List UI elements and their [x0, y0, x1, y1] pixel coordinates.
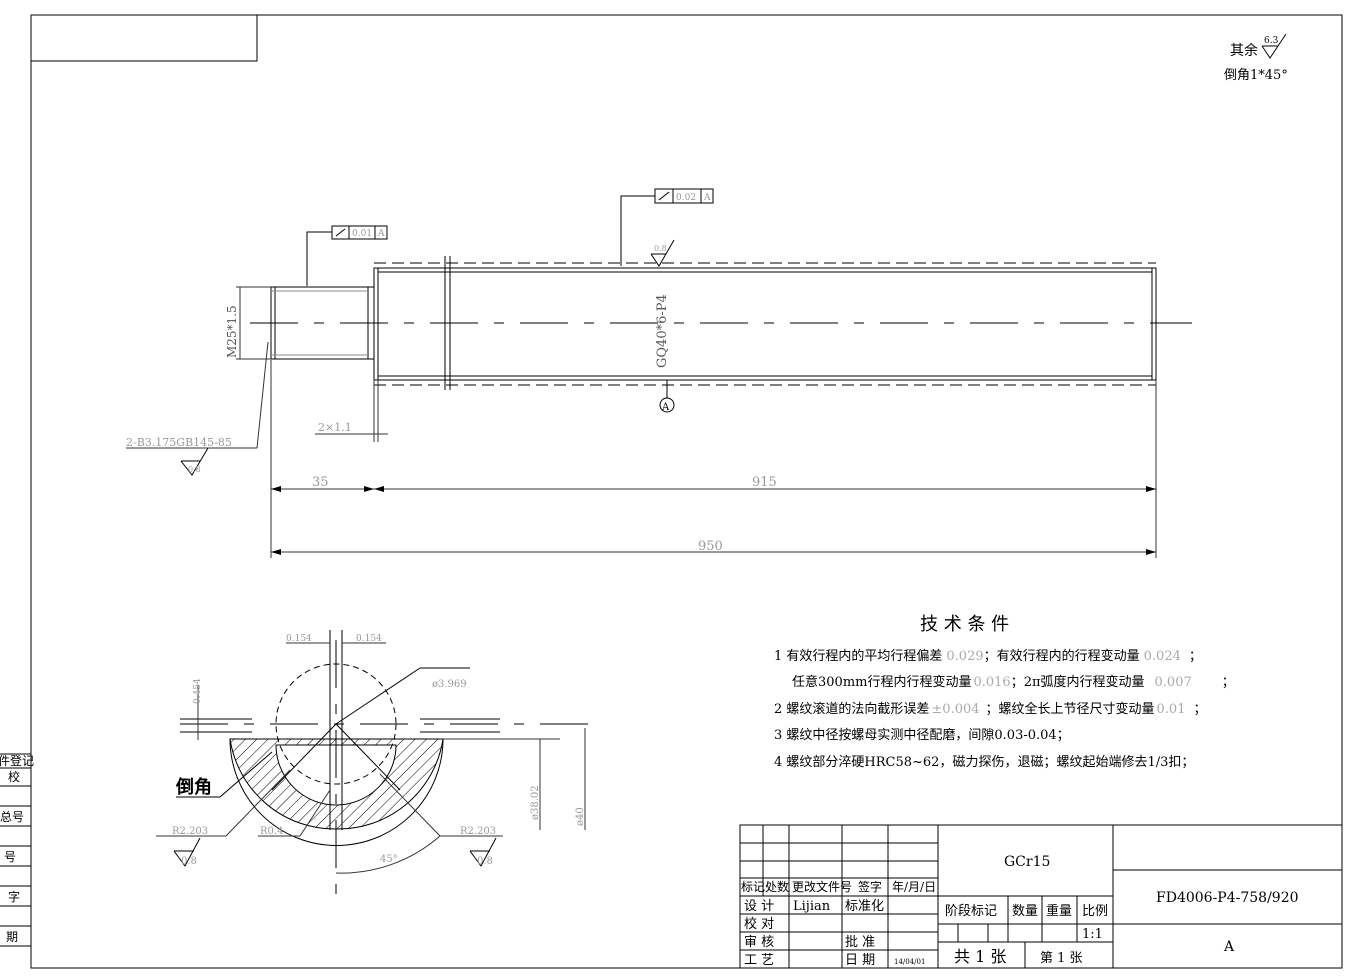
svg-text:标准化: 标准化 [845, 899, 884, 914]
chamfer-label: 倒角 [175, 776, 212, 798]
r-bottom: R0.4 [260, 826, 283, 837]
svg-text:批 准: 批 准 [845, 935, 875, 950]
dim-0154-right: 0.154 [356, 634, 382, 644]
svg-text:字: 字 [8, 889, 20, 904]
drawing-frame [30, 14, 1343, 969]
dim-0154-left: 0.154 [286, 634, 312, 644]
svg-text:号: 号 [4, 850, 16, 864]
svg-text:3 螺纹中径按螺母实测中径配磨，间隙0.03-0.04；: 3 螺纹中径按螺母实测中径配磨，间隙0.03-0.04； [774, 728, 1070, 743]
dim-915: 915 [752, 475, 777, 490]
left-strip: 件登记 校 总号 号 字 期 [0, 753, 34, 947]
roughness-symbol [650, 239, 675, 267]
svg-text:共 1 张: 共 1 张 [954, 947, 1006, 966]
thread-section-detail: ø3.969 0.154 0.154 0.454 ø38.02 ø40 倒角 R… [156, 630, 600, 905]
r-left: R2.203 [172, 826, 208, 837]
svg-text:1:1: 1:1 [1082, 927, 1103, 942]
svg-text:年/月/日: 年/月/日 [892, 880, 936, 894]
svg-text:校 对: 校 对 [744, 916, 774, 932]
angle-label: 45° [380, 854, 398, 865]
screw-label: GQ40*6-P4 [655, 294, 670, 368]
svg-text:0.02: 0.02 [676, 193, 696, 203]
chamfer-dim: 2×1.1 [318, 421, 352, 434]
r-right: R2.203 [460, 826, 496, 837]
roughness-value: 0.8 [654, 244, 667, 253]
svg-text:日 期: 日 期 [845, 953, 875, 968]
surface-note-label: 其余 [1230, 42, 1258, 59]
svg-text:0.8: 0.8 [188, 465, 201, 474]
top-left-box [30, 14, 258, 62]
dim-950: 950 [698, 539, 723, 554]
screw-body [373, 267, 1157, 381]
tolerance-frame-left: 0.01 A [306, 225, 388, 286]
center-hole-label: 2-B3.175GB145-85 [126, 436, 232, 449]
svg-text:总号: 总号 [0, 810, 24, 824]
surface-note: 其余 6.3 倒角1*45° [1224, 33, 1288, 83]
svg-text:A: A [377, 229, 385, 239]
svg-text:件登记: 件登记 [0, 753, 34, 768]
svg-text:处数: 处数 [765, 879, 789, 894]
svg-text:4 螺纹部分淬硬HRC58~62，磁力探伤，退磁；螺纹起始: 4 螺纹部分淬硬HRC58~62，磁力探伤，退磁；螺纹起始端修去1/3扣； [774, 755, 1194, 770]
svg-text:审 核: 审 核 [744, 935, 774, 950]
svg-text:Lijian: Lijian [793, 899, 831, 914]
svg-text:比例: 比例 [1082, 904, 1108, 919]
svg-text:签字: 签字 [858, 879, 882, 894]
svg-text:重量: 重量 [1046, 903, 1072, 919]
svg-text:设 计: 设 计 [744, 899, 774, 914]
svg-text:工 艺: 工 艺 [744, 953, 774, 968]
thread-label: M25*1.5 [225, 305, 239, 358]
surface-note-roughness: 6.3 [1264, 36, 1279, 46]
svg-text:0.01: 0.01 [352, 229, 372, 239]
datum-a: A [661, 402, 670, 413]
dia-inner: ø38.02 [530, 785, 541, 820]
tech-title: 技 术 条 件 [920, 614, 1009, 635]
svg-text:期: 期 [6, 930, 18, 944]
surface-note-chamfer: 倒角1*45° [1224, 68, 1288, 83]
dim-35: 35 [312, 475, 329, 490]
rough-right: 0.8 [477, 856, 493, 867]
svg-text:数量: 数量 [1012, 904, 1038, 919]
thread-end [270, 286, 369, 360]
svg-text:更改文件号: 更改文件号 [792, 879, 852, 894]
svg-text:校: 校 [8, 769, 20, 784]
svg-text:阶段标记: 阶段标记 [945, 904, 997, 919]
revision: A [1223, 939, 1235, 955]
svg-text:标记: 标记 [741, 880, 765, 894]
tolerance-frame-right: 0.02 A [620, 188, 714, 266]
rough-left: 0.8 [181, 856, 197, 867]
svg-text:14/04/01: 14/04/01 [894, 958, 925, 966]
ball-diameter: ø3.969 [432, 679, 467, 690]
roughness-symbol [1261, 33, 1287, 59]
datum-a-circle [659, 397, 675, 413]
svg-text:A: A [703, 193, 711, 203]
dia-outer: ø40 [575, 807, 586, 826]
svg-text:第 1 张: 第 1 张 [1040, 951, 1083, 966]
drawing-number: FD4006-P4-758/920 [1156, 890, 1299, 906]
dim-0454: 0.454 [193, 678, 203, 704]
shaft-view: GQ40*6-P4 A 0.8 0.01 A 0.02 A [126, 188, 1192, 558]
material: GCr15 [1004, 854, 1050, 870]
title-block: 标记 处数 更改文件号 签字 年/月/日 设 计 Lijian 标准化 校 对 … [739, 824, 1343, 969]
